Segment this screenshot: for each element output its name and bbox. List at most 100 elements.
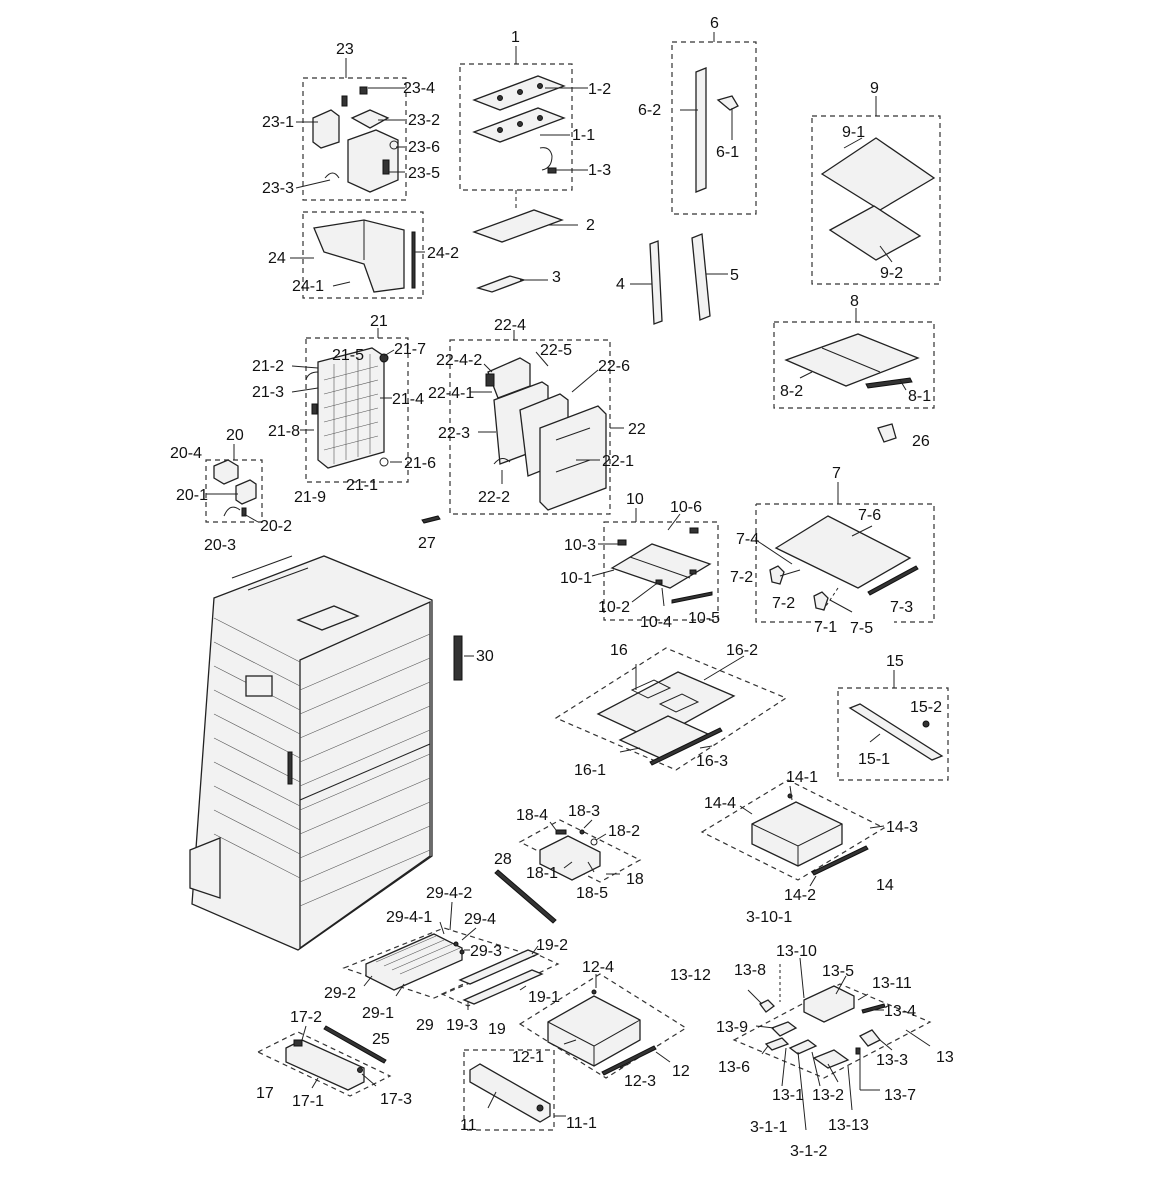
assembly-7 — [755, 482, 935, 623]
label-1: 1 — [511, 29, 520, 46]
label-1-1: 1-1 — [572, 127, 595, 144]
label-9-2: 9-2 — [880, 265, 903, 282]
label-29-1: 29-1 — [362, 1005, 394, 1022]
label-7-3: 7-3 — [890, 599, 913, 616]
label-11: 11 — [460, 1117, 477, 1134]
label-17-2: 17-2 — [290, 1009, 322, 1026]
label-10: 10 — [626, 491, 644, 508]
label-22-1: 22-1 — [602, 453, 634, 470]
assembly-23 — [295, 58, 407, 201]
label-8-2: 8-2 — [780, 383, 803, 400]
label-23-3: 23-3 — [262, 180, 294, 197]
label-7-6: 7-6 — [858, 507, 881, 524]
label-29: 29 — [416, 1017, 434, 1034]
label-20-4: 20-4 — [170, 445, 202, 462]
label-21-6: 21-6 — [404, 455, 436, 472]
label-13-8: 13-8 — [734, 962, 766, 979]
label-22-4: 22-4 — [494, 317, 526, 334]
assembly-6 — [671, 32, 757, 215]
label-29-3: 29-3 — [470, 943, 502, 960]
label-22-6: 22-6 — [598, 358, 630, 375]
label-7-2b: 7-2 — [772, 595, 795, 612]
label-12: 12 — [672, 1063, 690, 1080]
label-21-2: 21-2 — [252, 358, 284, 375]
label-18-2: 18-2 — [608, 823, 640, 840]
label-24: 24 — [268, 250, 286, 267]
label-10-4: 10-4 — [640, 614, 672, 631]
part-2-tray — [472, 209, 578, 243]
label-21-4: 21-4 — [392, 391, 424, 408]
label-13-3: 13-3 — [876, 1052, 908, 1069]
label-13-4: 13-4 — [884, 1003, 916, 1020]
part-5-rail — [691, 233, 728, 321]
assembly-13 — [732, 957, 932, 1131]
label-13-1: 13-1 — [772, 1087, 804, 1104]
label-17: 17 — [256, 1085, 274, 1102]
label-14-3: 14-3 — [886, 819, 918, 836]
assembly-16 — [554, 647, 788, 771]
label-7: 7 — [832, 465, 841, 482]
label-29-4: 29-4 — [464, 911, 496, 928]
label-6-1: 6-1 — [716, 144, 739, 161]
label-16-1: 16-1 — [574, 762, 606, 779]
label-17-1: 17-1 — [292, 1093, 324, 1110]
assembly-20 — [205, 444, 263, 523]
label-12-3: 12-3 — [624, 1073, 656, 1090]
assembly-8 — [773, 308, 935, 409]
assembly-14 — [700, 779, 886, 887]
assembly-19 — [440, 945, 560, 1010]
label-29-4-2: 29-4-2 — [426, 885, 472, 902]
label-21-7: 21-7 — [394, 341, 426, 358]
label-16-3: 16-3 — [696, 753, 728, 770]
label-15-1: 15-1 — [858, 751, 890, 768]
label-4: 4 — [616, 276, 625, 293]
label-20-2: 20-2 — [260, 518, 292, 535]
label-3-1-1: 3-1-1 — [750, 1119, 787, 1136]
label-19-2: 19-2 — [536, 937, 568, 954]
label-20: 20 — [226, 427, 244, 444]
label-13-9: 13-9 — [716, 1019, 748, 1036]
label-6: 6 — [710, 15, 719, 32]
label-15-2: 15-2 — [910, 699, 942, 716]
label-25: 25 — [372, 1031, 390, 1048]
label-22-4-1: 22-4-1 — [428, 385, 474, 402]
label-2: 2 — [586, 217, 595, 234]
label-23-6: 23-6 — [408, 139, 440, 156]
label-19-1: 19-1 — [528, 989, 560, 1006]
part-30 — [453, 635, 474, 681]
label-13-11: 13-11 — [872, 975, 912, 992]
label-26: 26 — [912, 433, 930, 450]
label-21-3: 21-3 — [252, 384, 284, 401]
label-29-2: 29-2 — [324, 985, 356, 1002]
refrigerator-cabinet — [189, 555, 433, 951]
assembly-17 — [256, 1025, 392, 1097]
label-13: 13 — [936, 1049, 954, 1066]
part-26 — [877, 423, 897, 443]
label-3: 3 — [552, 269, 561, 286]
label-24-2: 24-2 — [427, 245, 459, 262]
label-19-3: 19-3 — [446, 1017, 478, 1034]
label-13-12: 13-12 — [670, 967, 711, 984]
assembly-12 — [518, 973, 688, 1079]
label-13-5: 13-5 — [822, 963, 854, 980]
label-10-5: 10-5 — [688, 610, 720, 627]
label-23: 23 — [336, 41, 354, 58]
assembly-1 — [459, 46, 588, 208]
part-4-rail — [630, 240, 663, 325]
label-7-2a: 7-2 — [730, 569, 753, 586]
assembly-10 — [591, 508, 719, 621]
label-11-1: 11-1 — [566, 1115, 597, 1132]
label-22-4-2: 22-4-2 — [436, 352, 482, 369]
assembly-11 — [463, 1049, 566, 1131]
label-17-3: 17-3 — [380, 1091, 412, 1108]
label-27: 27 — [418, 535, 436, 552]
label-30: 30 — [476, 648, 494, 665]
label-3-10-1: 3-10-1 — [746, 909, 792, 926]
label-13-10: 13-10 — [776, 943, 817, 960]
label-23-5: 23-5 — [408, 165, 440, 182]
label-9-1: 9-1 — [842, 124, 865, 141]
label-19: 19 — [488, 1021, 506, 1038]
label-21-9: 21-9 — [294, 489, 326, 506]
label-22-3: 22-3 — [438, 425, 470, 442]
